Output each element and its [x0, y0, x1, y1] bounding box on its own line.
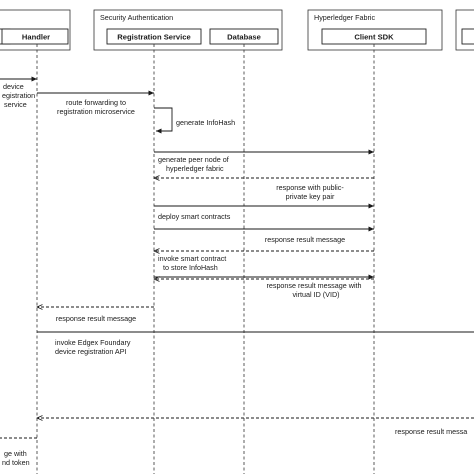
- message-label: egistration: [2, 91, 35, 100]
- message-invoke-edgex: invoke Edgex Foundary device registratio…: [55, 338, 131, 356]
- group-left: [0, 9, 71, 51]
- message-device-registration: device egistration service: [0, 76, 37, 109]
- lifelines: [36, 44, 375, 474]
- message-response-result-3: response result messa: [37, 418, 474, 436]
- participant-database: Database: [209, 28, 279, 45]
- message-label: deploy smart contracts: [158, 212, 231, 221]
- group-hyperledger-fabric: Hyperledger Fabric: [307, 9, 443, 51]
- participant-database-label: Database: [227, 33, 261, 42]
- message-invoke-smart-contract: invoke smart contract to store InfoHash: [154, 254, 374, 280]
- message-generate-infohash: generate InfoHash: [154, 107, 235, 134]
- message-label: private key pair: [286, 192, 335, 201]
- message-route-forwarding: route forwarding to registration microse…: [37, 90, 154, 116]
- group-right: [455, 9, 474, 51]
- message-label: to store InfoHash: [163, 263, 218, 272]
- group-security-title: Security Authentication: [100, 13, 173, 22]
- group-security-authentication: Security Authentication: [93, 9, 283, 51]
- participant-client-sdk-label: Client SDK: [354, 33, 394, 42]
- message-label: response with public-: [276, 183, 344, 192]
- message-return-to-device: ge with nd token: [0, 437, 37, 467]
- message-label: invoke smart contract: [158, 254, 226, 263]
- participant-handler-label: Handler: [22, 33, 50, 42]
- message-label: nd token: [2, 458, 30, 467]
- message-label: route forwarding to: [66, 98, 126, 107]
- message-label: device: [3, 82, 24, 91]
- message-label: response result message: [56, 314, 136, 323]
- message-label: device registration API: [55, 347, 127, 356]
- message-label: service: [4, 100, 27, 109]
- participant-registration-service: Registration Service: [106, 28, 202, 45]
- message-response-result-1: response result message: [154, 235, 374, 251]
- message-label: invoke Edgex Foundary: [55, 338, 131, 347]
- group-fabric-title: Hyperledger Fabric: [314, 13, 376, 22]
- message-label: response result message with: [266, 281, 361, 290]
- message-label: ge with: [4, 449, 27, 458]
- message-label: hyperledger fabric: [166, 164, 224, 173]
- message-response-with-vid: response result message with virtual ID …: [154, 279, 374, 299]
- participant-registration-service-label: Registration Service: [117, 33, 190, 42]
- message-label: virtual ID (VID): [292, 290, 339, 299]
- message-label: response result message: [265, 235, 345, 244]
- message-label: response result messa: [395, 427, 467, 436]
- message-generate-peer-node: generate peer node of hyperledger fabric: [154, 149, 374, 173]
- message-response-result-2: response result message: [37, 314, 474, 333]
- message-label: registration microservice: [57, 107, 135, 116]
- participant-client-sdk: Client SDK: [321, 28, 427, 45]
- message-label: generate peer node of: [158, 155, 229, 164]
- participant-handler: Handler: [1, 28, 69, 45]
- message-public-private-key-pair: response with public- private key pair: [154, 183, 374, 209]
- message-label: generate InfoHash: [176, 118, 235, 127]
- message-deploy-smart-contracts: deploy smart contracts: [154, 212, 374, 232]
- participant-right: [461, 28, 474, 45]
